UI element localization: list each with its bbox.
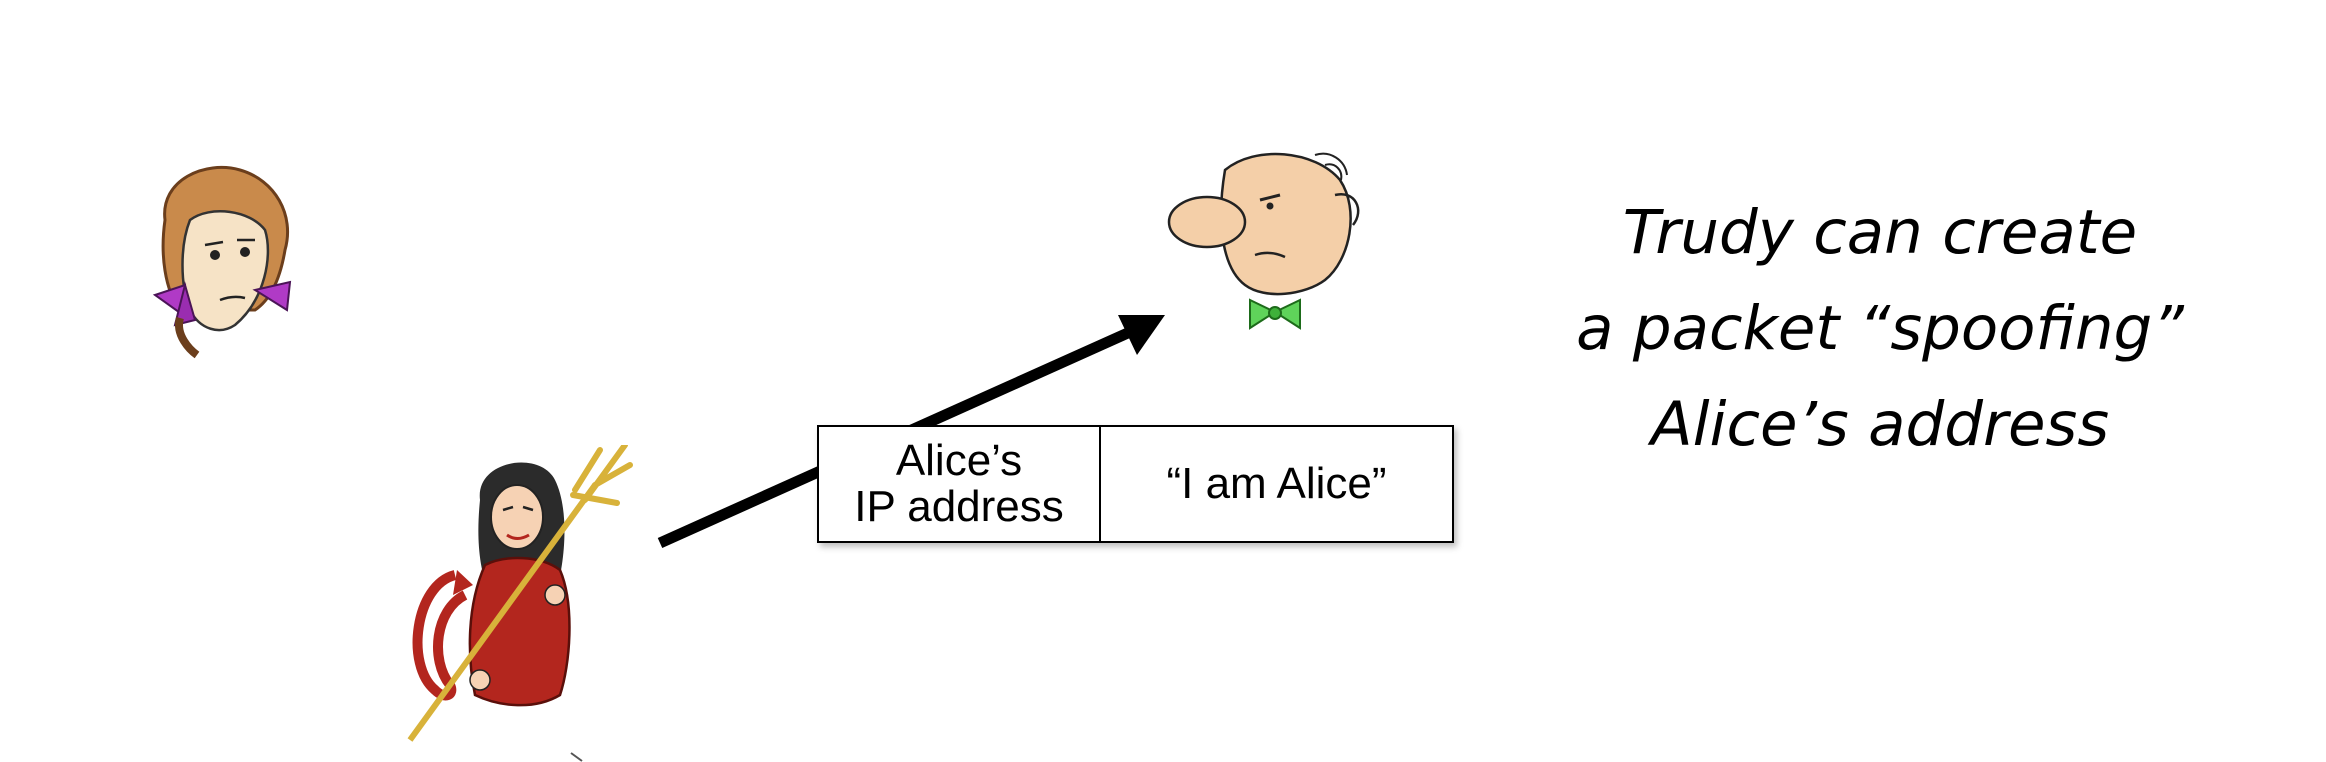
spoofed-packet: Alice’s IP address “I am Alice”	[817, 425, 1454, 543]
packet-source-address-field: Alice’s IP address	[819, 427, 1101, 541]
spoofing-caption: Trudy can create a packet “spoofing” Ali…	[1540, 185, 2220, 473]
packet-source-line-2: IP address	[854, 482, 1064, 531]
packet-payload-text: “I am Alice”	[1166, 458, 1387, 508]
trudy-devil-icon	[407, 445, 633, 742]
alice-cartoon-icon	[152, 165, 292, 359]
caption-line-2: a packet “spoofing”	[1576, 293, 2184, 364]
packet-source-line-1: Alice’s	[895, 435, 1023, 485]
mouse-cursor-icon	[570, 752, 583, 762]
caption-line-1: Trudy can create	[1622, 197, 2138, 268]
caption-line-3: Alice’s address	[1650, 389, 2110, 460]
packet-payload-field: “I am Alice”	[1101, 427, 1452, 541]
bob-cartoon-icon	[1167, 152, 1360, 330]
